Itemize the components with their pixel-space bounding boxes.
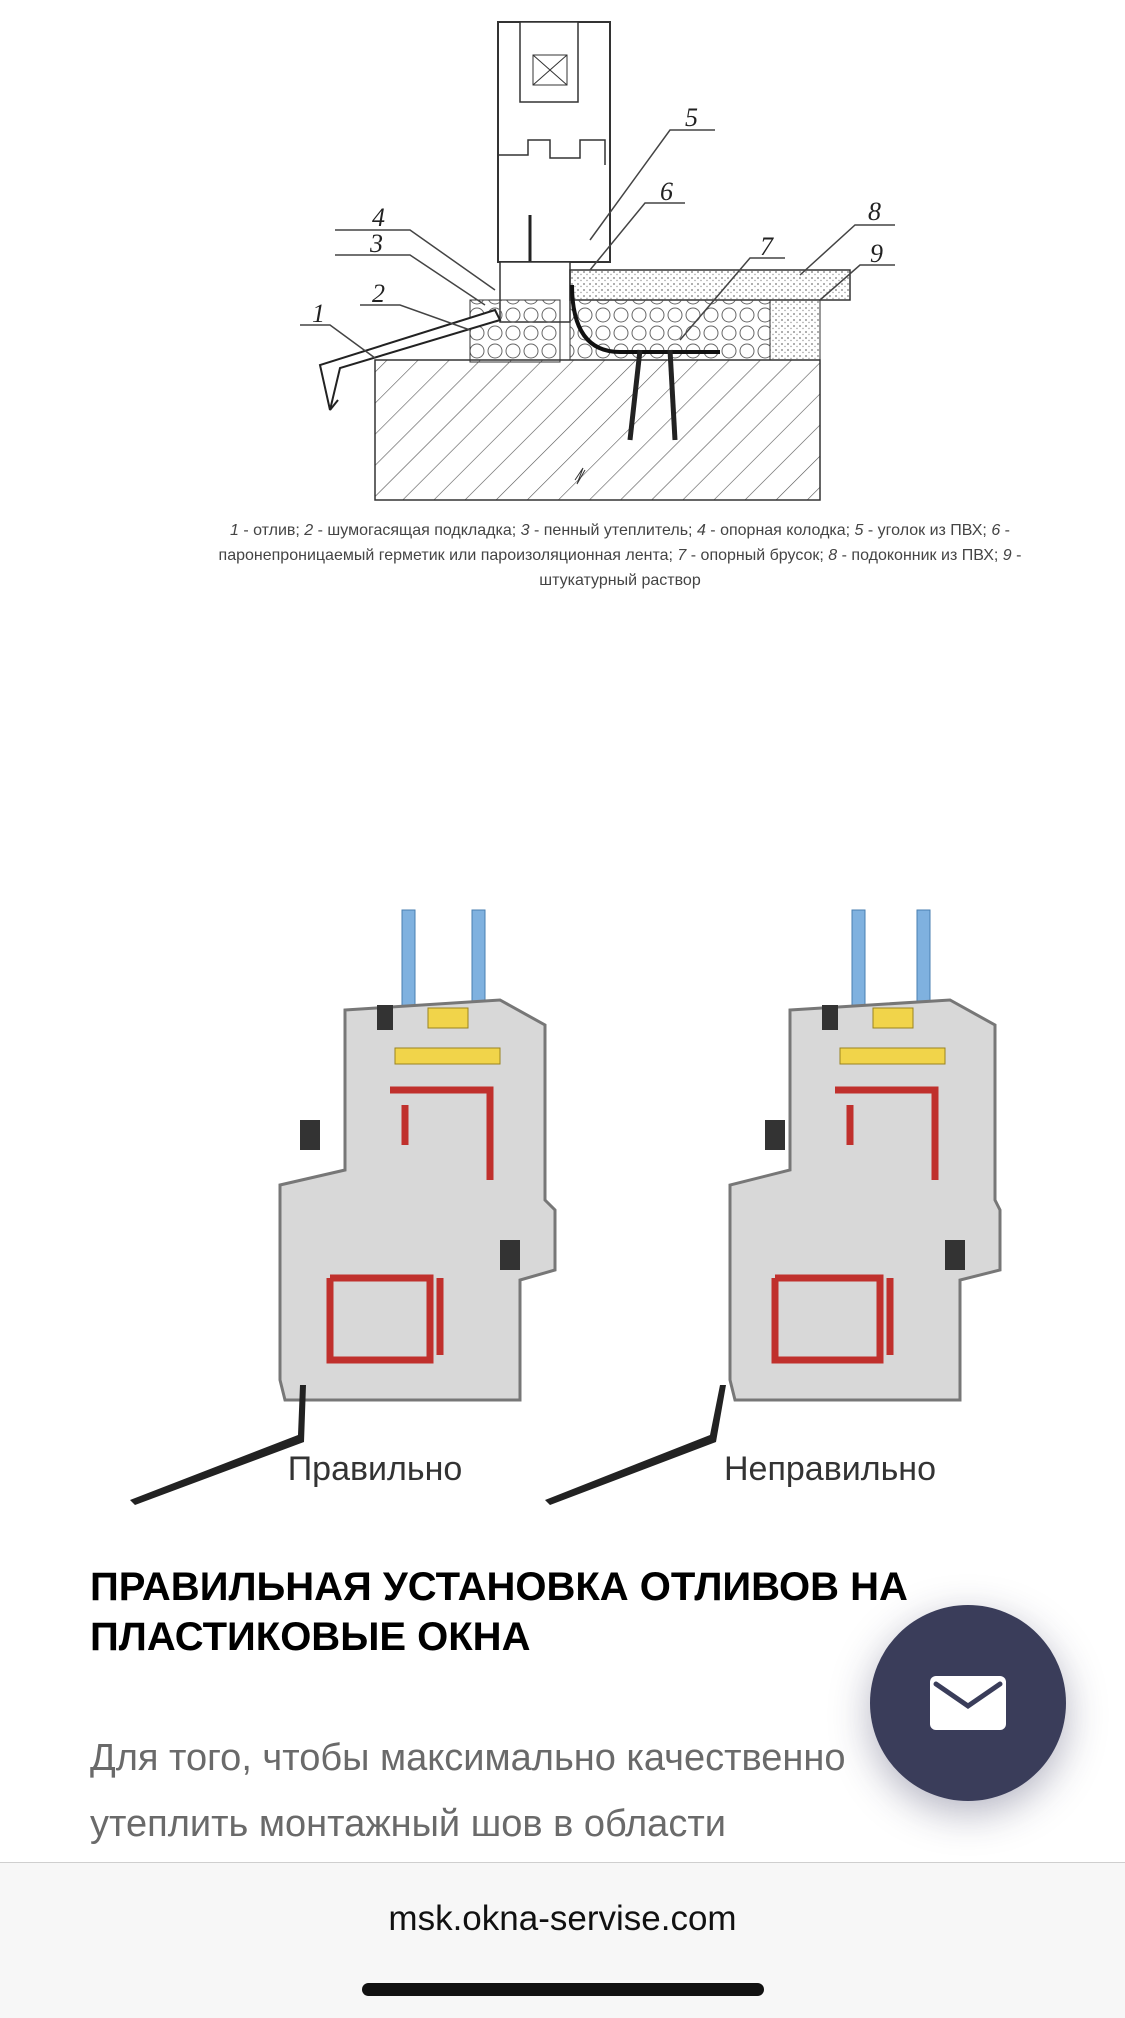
wall-block: [374, 359, 821, 501]
caption-number-7: 7: [677, 547, 687, 564]
caption-text-7: - опорный брусок;: [686, 547, 829, 564]
window-sill-board: [569, 269, 851, 301]
envelope-icon: [930, 1676, 1006, 1730]
caption-text-5: - уголок из ПВХ;: [863, 522, 992, 539]
diagram-caption: 1 - отлив; 2 - шумогасящая подкладка; 3 …: [195, 518, 1045, 593]
caption-text-2: - шумогасящая подкладка;: [313, 522, 521, 539]
caption-number-5: 5: [854, 522, 864, 539]
address-bar-url[interactable]: msk.okna-servise.com: [388, 1899, 737, 1938]
label-incorrect: Неправильно: [724, 1450, 936, 1488]
callout-7: 7: [760, 232, 774, 261]
profile-correct: [130, 909, 557, 1505]
profile-incorrect: [545, 909, 1002, 1505]
caption-number-1: 1: [229, 522, 239, 539]
caption-text-8: - подоконник из ПВХ;: [837, 547, 1003, 564]
caption-number-3: 3: [520, 522, 530, 539]
callout-6: 6: [660, 177, 673, 206]
foam-insulation: [469, 299, 561, 363]
callout-2: 2: [372, 279, 385, 308]
caption-number-6: 6: [991, 522, 1001, 539]
callout-8: 8: [868, 197, 881, 226]
callout-4: 4: [372, 203, 385, 232]
caption-text-6: - паронепроницаемый герметик или пароизо…: [218, 522, 1010, 564]
callout-9: 9: [870, 239, 883, 268]
article-body: Для того, чтобы максимально качественно …: [90, 1737, 846, 1845]
callout-5: 5: [685, 103, 698, 132]
label-correct: Правильно: [288, 1450, 463, 1488]
caption-number-9: 9: [1002, 547, 1012, 564]
callout-1: 1: [312, 299, 325, 328]
caption-text-3: - пенный утеплитель;: [529, 522, 697, 539]
caption-text-9: - штукатурный раствор: [539, 547, 1022, 589]
caption-text-4: - опорная колодка;: [705, 522, 855, 539]
contact-button[interactable]: [870, 1605, 1066, 1801]
home-indicator[interactable]: [362, 1983, 764, 1996]
drip-installation-comparison: Правильно Неправильно: [130, 909, 1002, 1505]
drip-cap: [318, 308, 502, 411]
caption-number-4: 4: [696, 522, 706, 539]
article-heading: ПРАВИЛЬНАЯ УСТАНОВКА ОТЛИВОВ НА ПЛАСТИКО…: [90, 1565, 908, 1659]
window-sill-section-diagram: 1 2 3 4 5 6 7 8 9: [300, 21, 895, 501]
caption-number-2: 2: [304, 522, 314, 539]
caption-text-1: - отлив;: [238, 522, 305, 539]
caption-number-8: 8: [828, 547, 838, 564]
browser-bottom-bar: msk.okna-servise.com: [0, 1862, 1125, 2018]
callout-3: 3: [369, 229, 383, 258]
